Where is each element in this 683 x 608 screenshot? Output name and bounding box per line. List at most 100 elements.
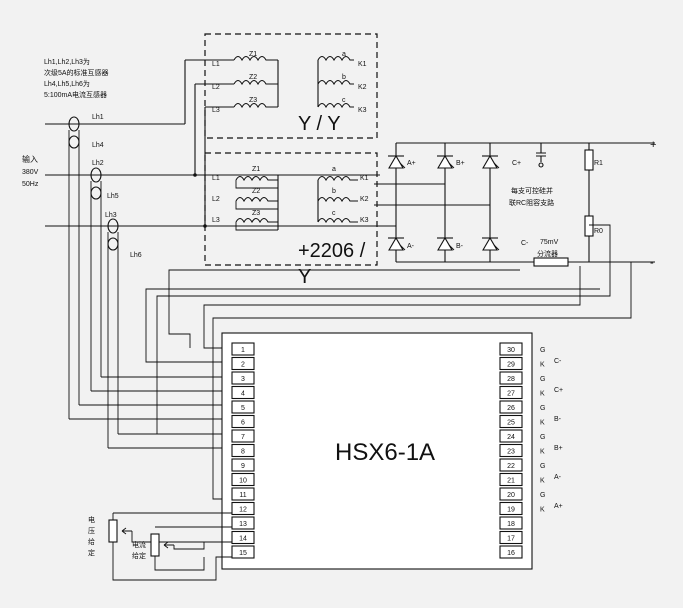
pin-box-left: [231, 530, 255, 545]
voltage-set-char-2: 压: [88, 527, 95, 535]
pin-box-right: [499, 443, 523, 458]
thyristor-c-plus: C+: [482, 154, 521, 169]
pin-box-left: [231, 356, 255, 371]
thyristor-b-minus: B-: [437, 236, 464, 251]
voltage-set-char-4: 定: [88, 548, 95, 557]
gk-letter: G: [540, 434, 545, 441]
thyristor-label-c-plus: C+: [512, 160, 521, 167]
sync-k2: K2: [358, 84, 367, 91]
gk-letter: G: [540, 376, 545, 383]
gk-letter: K: [540, 391, 545, 398]
note-line-1: Lh1,Lh2,Lh3为: [44, 57, 90, 66]
current-set-line-1: 电流: [132, 540, 146, 549]
main-l1: L1: [212, 175, 220, 182]
module-name: HSX6-1A: [335, 439, 435, 466]
pin-box-left: [231, 516, 255, 530]
current-set-potentiometer: 电流 给定: [132, 526, 232, 571]
shunt-rating: 75mV: [540, 239, 559, 246]
thyristor-a-plus: A+: [388, 154, 416, 169]
shunt-label: 分流器: [537, 249, 558, 258]
input-title: 输入: [22, 154, 38, 164]
resistor-label-r0: R0: [594, 228, 603, 235]
main-transformer: L1 L2 L3 Z1 Z2 Z3 a b c K1 K2 K3 +2206 /…: [204, 152, 378, 288]
pin-number-left: 11: [239, 492, 246, 499]
voltage-set-char-1: 电: [88, 515, 95, 524]
pin-number-right: 20: [507, 492, 515, 499]
pin-number-right: 16: [507, 550, 515, 557]
pin-number-right: 30: [507, 347, 515, 354]
pin-number-right: 18: [507, 521, 515, 528]
pin-box-left: [231, 443, 255, 458]
main-z2: Z2: [252, 188, 260, 195]
resistor-divider: R1 R0: [584, 143, 603, 262]
pin-box-right: [499, 487, 523, 501]
bridge-note-line-2: 联RC阻容支路: [509, 198, 554, 207]
pin-number-left: 7: [241, 434, 245, 441]
shunt: 75mV 分流器: [533, 239, 569, 267]
pin-number-left: 15: [239, 550, 247, 557]
gk-letter: G: [540, 463, 545, 470]
pin-number-left: 3: [241, 376, 245, 383]
pin-number-right: 23: [507, 449, 515, 456]
main-k3: K3: [360, 217, 369, 224]
pin-box-left: [231, 414, 255, 429]
ct-label-lh3: Lh3: [105, 212, 117, 219]
pin-number-left: 8: [241, 449, 245, 456]
dc-output: + -: [650, 139, 656, 269]
sync-z1: Z1: [249, 51, 257, 58]
voltage-set-potentiometer: 电 压 给 定: [88, 512, 232, 581]
output-plus: +: [650, 139, 656, 151]
thyristor-label-b-plus: B+: [456, 160, 465, 167]
sync-k1: K1: [358, 61, 367, 68]
main-c: c: [332, 210, 336, 217]
current-set-line-2: 给定: [132, 551, 146, 560]
ct-secondary-wiring: [68, 130, 232, 449]
pin-number-left: 10: [239, 478, 247, 485]
bridge-note: 每支可控硅并 联RC阻容支路: [509, 186, 554, 207]
pin-number-right: 28: [507, 376, 515, 383]
sync-c: c: [342, 97, 346, 104]
pin-box-left: [231, 342, 255, 356]
pin-box-right: [499, 342, 523, 356]
main-k2: K2: [360, 196, 369, 203]
pin-box-right: [499, 501, 523, 516]
pin-box-right: [499, 414, 523, 429]
current-transformers: Lh1 Lh4 Lh2 Lh5 Lh3 Lh6: [68, 114, 142, 259]
resistor-r0: [584, 215, 594, 237]
pin-number-right: 17: [507, 536, 515, 543]
sync-l3: L3: [212, 107, 220, 114]
gate-name: C+: [554, 387, 563, 394]
resistor-r1: [584, 149, 594, 171]
pin-number-right: 29: [507, 362, 515, 369]
pin-box-right: [499, 458, 523, 472]
thyristor-label-b-minus: B-: [456, 243, 464, 250]
pin-box-right: [499, 472, 523, 487]
main-connection-top: +2206 /: [298, 240, 366, 262]
main-a: a: [332, 166, 336, 173]
sync-z3: Z3: [249, 97, 257, 104]
input-frequency: 50Hz: [22, 181, 39, 188]
pin-box-right: [499, 385, 523, 400]
ct-label-lh4: Lh4: [92, 142, 104, 149]
pin-box-right: [499, 400, 523, 414]
pin-number-right: 24: [507, 434, 515, 441]
pin-number-left: 1: [241, 347, 245, 354]
bridge-note-line-1: 每支可控硅并: [511, 186, 553, 195]
pin-number-left: 4: [241, 391, 245, 398]
pin-box-left: [231, 371, 255, 385]
main-z3: Z3: [252, 210, 260, 217]
gk-letter: K: [540, 362, 545, 369]
feedback-wiring: [145, 224, 632, 500]
input-label: 输入 380V 50Hz: [22, 154, 39, 188]
pin-number-right: 22: [507, 463, 515, 470]
sync-l2: L2: [212, 84, 220, 91]
note-line-4: 5:100mA电流互感器: [44, 90, 107, 99]
pin-number-right: 25: [507, 420, 515, 427]
main-l2: L2: [212, 196, 220, 203]
sync-k3: K3: [358, 107, 367, 114]
gk-letter: K: [540, 449, 545, 456]
pin-number-left: 2: [241, 362, 245, 369]
